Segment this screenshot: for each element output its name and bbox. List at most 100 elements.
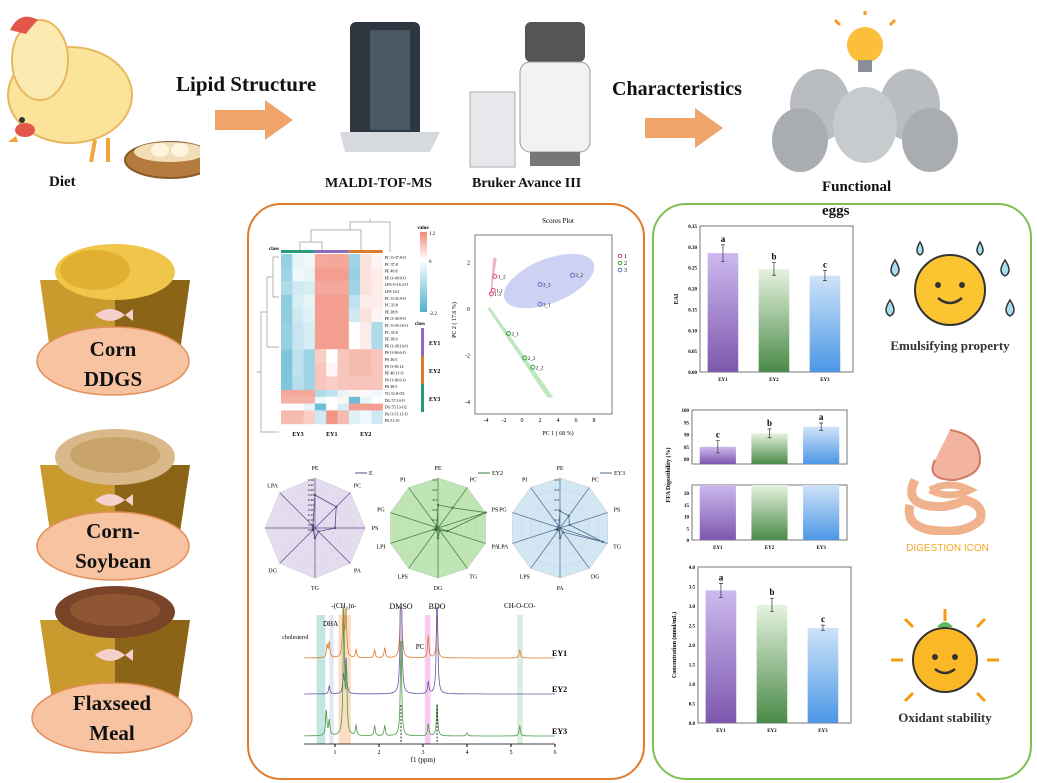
heatmap-cell — [314, 294, 327, 302]
heatmap-cell — [303, 301, 316, 309]
radar-axis-label: TG — [311, 586, 320, 592]
heatmap-cell — [360, 281, 372, 289]
heatmap-cell — [348, 328, 361, 336]
nmr-band — [316, 615, 326, 744]
heatmap-cell — [360, 356, 372, 363]
nmr-band-label: DHA — [323, 620, 338, 628]
radar-tick: 0.50 — [308, 478, 314, 482]
radar-tick: 0.10 — [308, 518, 314, 522]
heatmap-cell — [281, 308, 293, 316]
radar-axis — [530, 487, 561, 529]
y-tick-label: 0.0 — [689, 722, 696, 727]
y-tick-label: 0.00 — [688, 371, 697, 376]
heatmap-cell — [360, 294, 372, 302]
radar-axis-label: PC — [354, 484, 361, 490]
bar — [699, 485, 736, 540]
radar-axis-label: PA — [354, 568, 362, 574]
y-tick-label: 4.0 — [689, 566, 696, 571]
heatmap-cell — [360, 274, 372, 282]
heatmap-cell — [281, 328, 293, 336]
emulsifying-property-label: Emulsifying property — [890, 338, 1010, 353]
heatmap-cell — [371, 260, 383, 268]
error-bar — [718, 583, 723, 598]
y-axis-label: PC 2 ( 17.6 %) — [451, 302, 458, 338]
radar-tick: 0.40 — [308, 488, 314, 492]
heatmap-cell — [360, 383, 372, 391]
heatmap-cell — [281, 260, 293, 268]
legend-label: 3 — [624, 268, 627, 274]
y-tick-label: 0.30 — [688, 246, 697, 251]
diet-line: Soybean — [75, 549, 151, 573]
nmr-peak-label: BDO — [429, 602, 446, 611]
heatmap-cell — [337, 349, 349, 357]
radar-point — [484, 511, 487, 514]
heatmap-row-label: PC 35:9 — [385, 330, 398, 335]
heatmap-cell — [360, 328, 372, 336]
y-tick-label: 90 — [684, 434, 690, 439]
heatmap-cell — [326, 274, 338, 282]
heatmap-cell — [337, 396, 349, 404]
row-dendrogram — [257, 256, 279, 433]
radar-axis — [437, 512, 486, 529]
heatmap-cell — [360, 362, 372, 370]
significance-letter: a — [719, 572, 724, 582]
radar-axis-label: LPS — [520, 575, 530, 581]
heatmap-cell — [337, 254, 349, 261]
y-tick-label: 100 — [682, 409, 690, 414]
heatmap-cell — [292, 294, 304, 302]
heatmap-cell — [292, 396, 304, 404]
y-tick-label: 2.5 — [689, 625, 696, 630]
diet-corn-ddgs: Corn DDGS — [35, 334, 191, 394]
radar-axis-label: LPS — [398, 575, 408, 581]
right-arrow-icon — [215, 100, 293, 140]
heatmap-cell — [292, 356, 304, 363]
oxidant-sun-icon — [891, 609, 999, 703]
heatmap-cell — [348, 308, 361, 316]
class-legend-label: EY3 — [429, 397, 440, 403]
score-point-label: 3_2 — [575, 274, 583, 279]
heatmap-cell — [348, 410, 361, 418]
radar-axis-label: PS — [372, 526, 379, 532]
heatmap-cell — [360, 410, 372, 418]
heatmap-cell — [371, 396, 383, 404]
score-point-label: 1-3 — [494, 293, 501, 298]
heatmap-cell — [371, 417, 383, 425]
heatmap-cell — [360, 369, 372, 377]
x-tick-label: 6 — [575, 418, 578, 424]
heatmap-cell — [292, 288, 304, 295]
heatmap-cell — [314, 288, 327, 295]
heatmap-cell — [326, 301, 338, 309]
radar-axis-label: TG — [469, 575, 478, 581]
diet-line: Corn — [89, 337, 137, 361]
heatmap-cell — [326, 260, 338, 268]
heatmap-cell — [371, 274, 383, 282]
digestion-icon-label: DIGESTION ICON — [906, 543, 989, 554]
radar-point — [317, 530, 320, 533]
heatmap-row-label: PC 35:8 — [385, 303, 398, 308]
heatmap-cell — [281, 267, 293, 275]
heatmap-cell — [371, 362, 383, 370]
heatmap-cell — [303, 356, 316, 363]
heatmap-cell — [281, 349, 293, 357]
y-tick-label: 85 — [684, 446, 690, 451]
oxidant-stability-label: Oxidant stability — [898, 710, 992, 725]
heatmap-row-label: DG 57:14-O — [385, 398, 405, 403]
heatmap-cell — [314, 349, 327, 357]
radar-axis-label: PS — [614, 507, 621, 513]
lipid-structure-panel — [247, 203, 645, 780]
y-tick-label: 1.5 — [689, 664, 696, 669]
heatmap-cell — [371, 281, 383, 289]
radar-axis-label: DG — [268, 568, 277, 574]
score-point-label: 2_3 — [528, 357, 536, 362]
heatmap-cell — [326, 328, 338, 336]
heatmap-row-label: PA O-51:11-O — [385, 411, 408, 416]
y-tick-label: -4 — [465, 400, 470, 406]
nmr-peak-label: DMSO — [389, 602, 412, 611]
pca-scores-plot: Scores Plot1_21-11-32_12_32_23_33_23_1-4… — [451, 217, 627, 437]
heatmap-cell — [314, 267, 327, 275]
x-axis-label: PC 1 ( 68 %) — [542, 430, 573, 437]
colorbar-title: value — [417, 226, 429, 231]
x-tick-label: EY1 — [713, 546, 723, 551]
heatmap-cell — [337, 390, 349, 397]
heatmap-cell — [371, 376, 383, 384]
